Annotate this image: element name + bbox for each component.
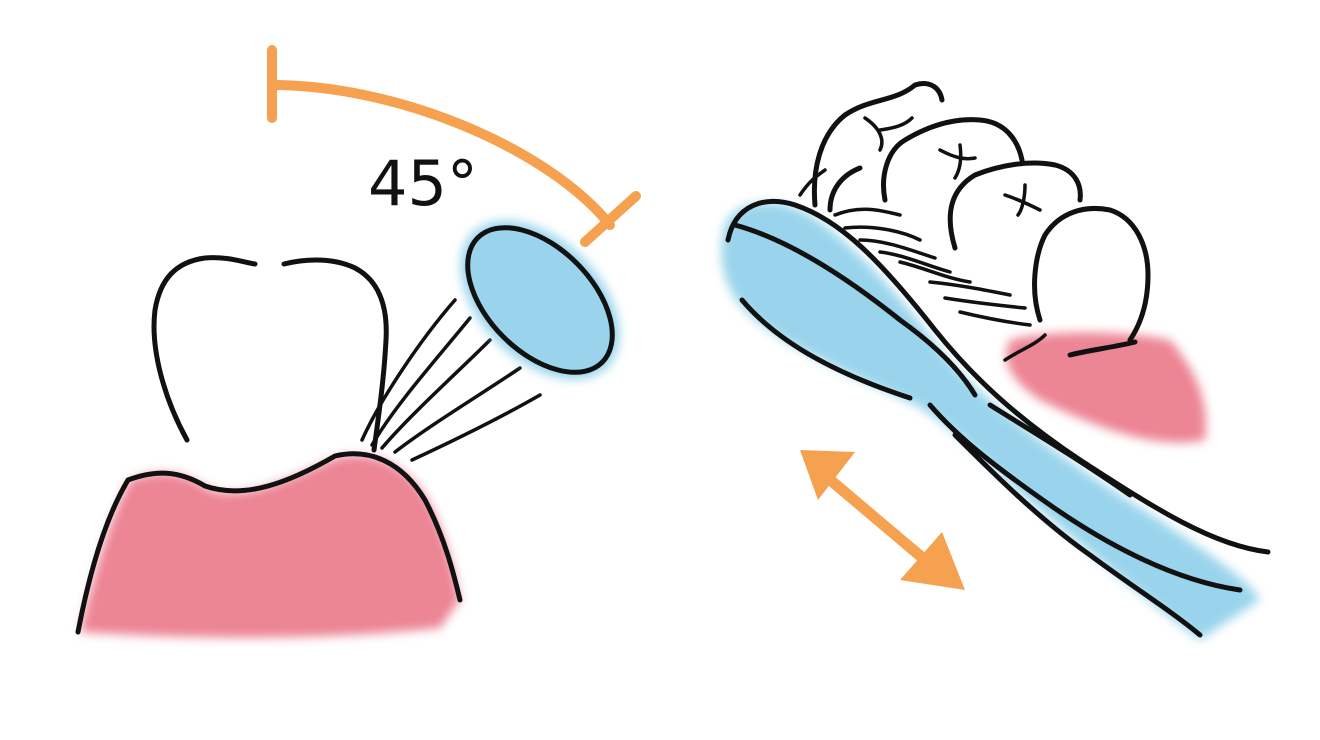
angle-arc-icon bbox=[267, 45, 641, 247]
bristles-left bbox=[360, 298, 542, 462]
side-view-scene: 45° bbox=[75, 45, 641, 638]
brush-head-left bbox=[460, 220, 620, 380]
front-view-scene bbox=[721, 81, 1271, 640]
double-arrow-icon bbox=[800, 450, 965, 590]
toothbrush-outline-right bbox=[725, 198, 1271, 638]
toothbrush-body-right-fill bbox=[721, 202, 1260, 640]
gum-right bbox=[1006, 332, 1206, 443]
bristles-right bbox=[798, 168, 1032, 327]
teeth-right bbox=[811, 81, 1151, 362]
gum-left-outline bbox=[75, 451, 463, 635]
tooth-crown-left bbox=[151, 255, 258, 443]
gum-left bbox=[80, 455, 460, 638]
angle-label: 45° bbox=[368, 147, 478, 220]
